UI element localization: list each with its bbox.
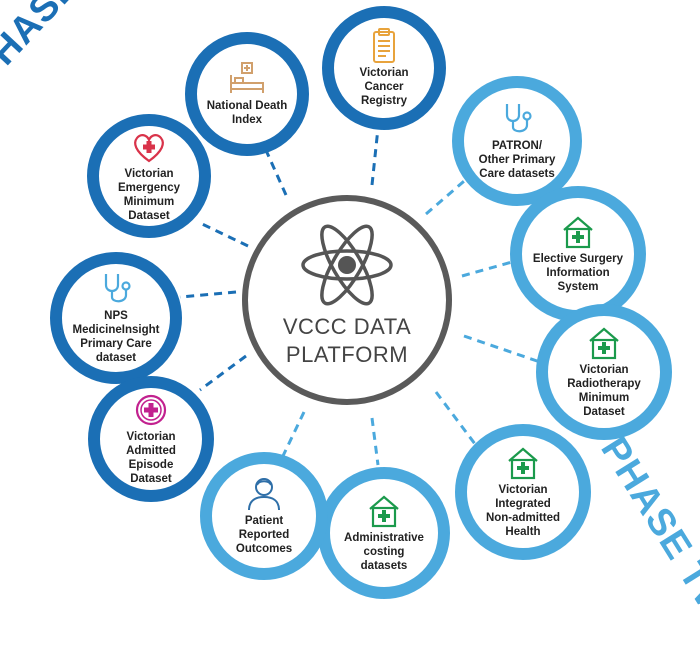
clipboard-icon bbox=[373, 28, 395, 63]
node-victorian-cancer-registry: Victorian Cancer Registry bbox=[322, 6, 446, 130]
connector-national-death-index bbox=[263, 147, 288, 196]
node-label: Elective Surgery Information System bbox=[532, 253, 624, 293]
node-victorian-integrated-non-admitted-health: Victorian Integrated Non-admitted Health bbox=[455, 424, 591, 560]
node-label: Victorian Integrated Non-admitted Health bbox=[485, 484, 561, 538]
connector-patient-reported bbox=[280, 411, 306, 459]
node-patient-reported-outcomes: Patient Reported Outcomes bbox=[200, 452, 328, 580]
node-label: Victorian Radiotherapy Minimum Dataset bbox=[567, 364, 641, 418]
node-label: Patient Reported Outcomes bbox=[235, 515, 293, 555]
node-elective-surgery-information-system: Elective Surgery Information System bbox=[510, 186, 646, 322]
connector-victorian-cancer-registry bbox=[370, 127, 380, 186]
node-nps-medicineinsight: NPS MedicineInsight Primary Care dataset bbox=[50, 252, 182, 384]
hospital-building-icon bbox=[563, 216, 593, 249]
hospital-building-icon bbox=[508, 447, 538, 480]
node-label: Administrative costing datasets bbox=[344, 532, 424, 572]
node-label: Victorian Cancer Registry bbox=[359, 67, 409, 107]
hospital-building-icon bbox=[589, 327, 619, 360]
node-victorian-admitted-episode-dataset: Victorian Admitted Episode Dataset bbox=[88, 376, 214, 502]
connector-administrative-costing bbox=[370, 417, 380, 466]
node-label: Victorian Admitted Episode Dataset bbox=[126, 431, 176, 485]
platform-title-line2: PLATFORM bbox=[285, 342, 409, 367]
atom-icon bbox=[301, 224, 393, 306]
node-victorian-emergency-minimum-dataset: Victorian Emergency Minimum Dataset bbox=[87, 114, 211, 238]
node-label: NPS MedicineInsight Primary Care dataset bbox=[72, 310, 160, 364]
stethoscope-icon bbox=[505, 104, 532, 133]
node-national-death-index: National Death Index bbox=[185, 32, 309, 156]
node-administrative-costing-datasets: Administrative costing datasets bbox=[318, 467, 450, 599]
platform-title-line1: VCCC DATA bbox=[282, 314, 412, 339]
connector-victorian-emergency bbox=[197, 220, 249, 248]
connector-elective-surgery bbox=[461, 260, 513, 278]
medical-cross-icon bbox=[135, 394, 167, 426]
node-label: Victorian Emergency Minimum Dataset bbox=[117, 168, 180, 222]
vccc-data-platform-hub: VCCC DATA PLATFORM bbox=[242, 195, 452, 405]
connector-victorian-admitted-episode bbox=[199, 354, 247, 392]
node-patron-primary-care: PATRON/ Other Primary Care datasets bbox=[452, 76, 582, 206]
hospital-bed-icon bbox=[230, 62, 264, 93]
connector-patron bbox=[425, 174, 471, 216]
heart-plus-icon bbox=[134, 134, 164, 163]
hospital-building-icon bbox=[369, 495, 399, 528]
person-icon bbox=[248, 478, 280, 511]
connector-victorian-integrated bbox=[434, 391, 480, 449]
stethoscope-icon bbox=[104, 274, 131, 303]
connector-lines bbox=[179, 127, 541, 466]
connector-nps-medicineinsight bbox=[179, 290, 237, 299]
node-label: National Death Index bbox=[206, 100, 288, 126]
node-victorian-radiotherapy-minimum-dataset: Victorian Radiotherapy Minimum Dataset bbox=[536, 304, 672, 440]
connector-victorian-radiotherapy bbox=[463, 334, 541, 364]
node-label: PATRON/ Other Primary Care datasets bbox=[478, 140, 556, 180]
